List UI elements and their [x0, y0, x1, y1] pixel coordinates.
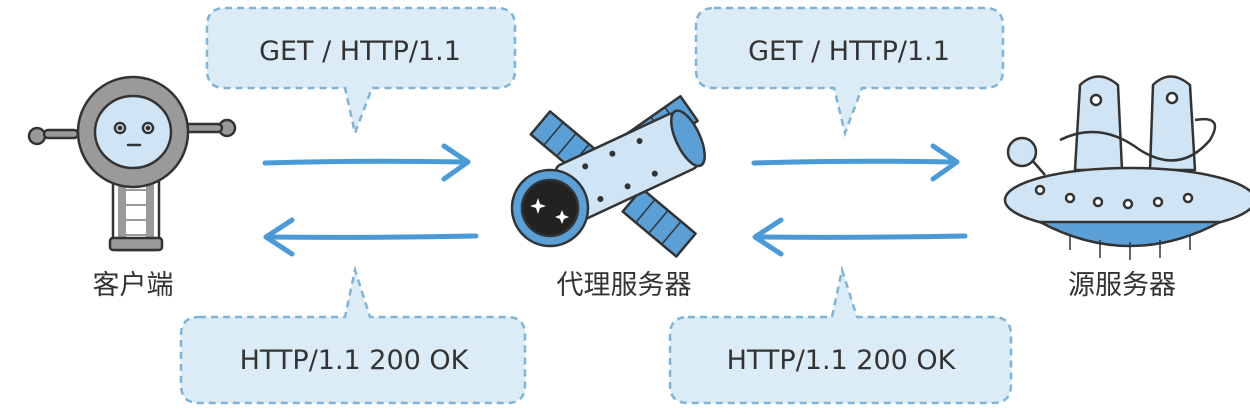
bubble-shape	[205, 6, 517, 138]
request-bubble-proxy-origin: GET / HTTP/1.1	[694, 6, 1005, 138]
request-text: GET / HTTP/1.1	[748, 36, 950, 67]
ufo-server-icon	[1003, 75, 1250, 260]
response-arrow-proxy-client	[263, 217, 479, 257]
origin-label: 源服务器	[1068, 270, 1176, 301]
response-bubble-origin-proxy: HTTP/1.1 200 OK	[668, 265, 1013, 405]
robot-icon	[27, 75, 237, 252]
response-text: HTTP/1.1 200 OK	[240, 345, 470, 376]
bubble-shape	[694, 6, 1005, 138]
request-arrow-client-proxy	[262, 143, 471, 182]
response-text: HTTP/1.1 200 OK	[727, 345, 957, 376]
client-label: 客户端	[93, 270, 174, 301]
bubble-shape	[179, 265, 527, 405]
proxy-label: 代理服务器	[557, 270, 692, 301]
request-text: GET / HTTP/1.1	[259, 36, 461, 67]
satellite-icon	[510, 95, 706, 258]
request-bubble-client-proxy: GET / HTTP/1.1	[205, 6, 517, 138]
request-arrow-proxy-origin	[751, 143, 960, 182]
response-bubble-proxy-client: HTTP/1.1 200 OK	[179, 265, 527, 405]
response-arrow-origin-proxy	[752, 217, 968, 257]
bubble-shape	[668, 265, 1013, 405]
